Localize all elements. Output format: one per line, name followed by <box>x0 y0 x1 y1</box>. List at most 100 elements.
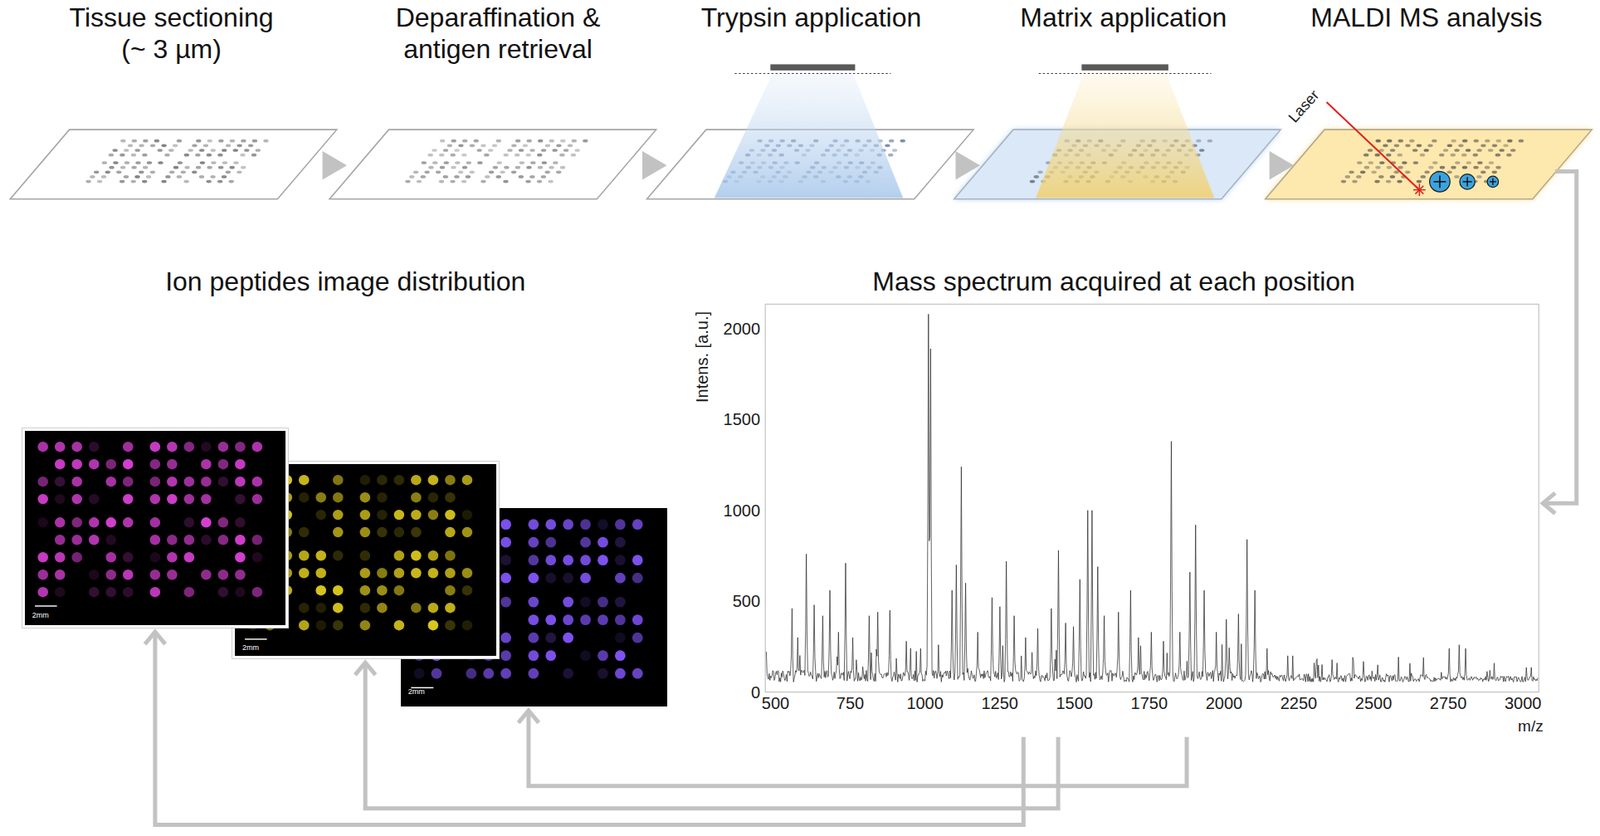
tissue-core <box>105 170 111 174</box>
tissue-core <box>108 165 114 170</box>
slide-sectioning <box>9 129 337 200</box>
tissue-core-signal <box>431 536 443 548</box>
tissue-core-signal <box>106 476 118 487</box>
tissue-core-signal <box>360 567 371 578</box>
step-panel: Mass spectrum acquired at each position <box>688 263 1539 737</box>
tissue-core <box>443 175 449 179</box>
tissue-core-signal <box>466 596 478 608</box>
step-heading: Ion peptides image distribution <box>20 263 671 298</box>
tissue-core-signal <box>218 476 230 487</box>
tissue-core <box>537 165 543 170</box>
tissue-core-signal <box>218 586 230 597</box>
tissue-core <box>428 165 434 170</box>
tissue-core <box>142 139 148 143</box>
tissue-core <box>160 143 166 147</box>
tissue-core-signal <box>54 534 66 545</box>
tissue-core-signal <box>88 441 100 452</box>
tissue-core <box>526 153 532 157</box>
tissue-core <box>1484 139 1490 143</box>
tissue-core-signal <box>88 586 100 597</box>
tissue-core <box>556 170 561 174</box>
tissue-core <box>218 165 224 170</box>
tissue-core <box>525 180 531 184</box>
tissue-core <box>1507 139 1513 143</box>
tissue-core <box>439 139 445 143</box>
tissue-core <box>195 165 201 170</box>
tissue-core <box>1378 175 1384 179</box>
tissue-core-signal <box>184 476 196 487</box>
tissue-core-signal <box>264 619 276 630</box>
tissue-core <box>545 170 551 174</box>
tissue-core-signal <box>316 602 327 613</box>
axis-tick-label: 2250 <box>1280 694 1318 712</box>
tissue-core-signal <box>248 526 259 537</box>
tissue-core-signal <box>528 519 540 531</box>
tissue-core-signal <box>218 534 230 545</box>
tissue-core <box>206 165 212 170</box>
axis-tick-label: 2000 <box>723 320 761 337</box>
tissue-core-signal <box>580 555 591 566</box>
tissue-core-signal <box>248 474 259 485</box>
tissue-core <box>169 170 175 174</box>
tissue-core <box>476 148 482 152</box>
tissue-core-signal <box>448 632 460 644</box>
tissue-core <box>138 170 144 174</box>
tissue-core-signal <box>500 668 512 679</box>
tissue-core <box>1462 165 1468 170</box>
tissue-core <box>183 180 189 184</box>
tissue-core <box>251 153 257 157</box>
tissue-core <box>135 160 141 165</box>
tissue-core <box>229 165 235 170</box>
tissue-core-signal <box>580 519 591 531</box>
tissue-core <box>157 148 163 152</box>
tissue-core-signal <box>528 614 540 626</box>
tissue-core-signal <box>71 493 83 504</box>
tissue-core <box>480 143 486 147</box>
tissue-core <box>225 170 231 174</box>
tissue-core-signal <box>410 509 422 520</box>
tissue-core <box>184 153 190 157</box>
tissue-core <box>176 175 182 179</box>
tissue-core <box>541 175 547 179</box>
tissue-core <box>454 160 460 165</box>
tissue-core <box>221 148 227 152</box>
step-heading: MALDI MS analysis <box>1297 0 1556 34</box>
tissue-core <box>458 170 464 174</box>
step-arrow <box>1269 151 1295 180</box>
tissue-core-signal <box>444 474 456 485</box>
tissue-core <box>1506 153 1512 157</box>
tissue-core-signal <box>37 441 49 452</box>
tissue-core <box>469 170 475 174</box>
tissue-core <box>439 180 444 184</box>
tissue-core-signal <box>218 569 230 580</box>
tissue-core <box>458 143 464 147</box>
tissue-core-signal <box>597 536 609 548</box>
tissue-core-signal <box>200 458 212 469</box>
tissue-core <box>146 175 152 179</box>
tissue-core-signal <box>218 458 230 469</box>
tissue-core <box>582 139 588 143</box>
tissue-core-signal <box>298 550 310 561</box>
tissue-core-signal <box>150 551 161 562</box>
tissue-core <box>203 143 209 147</box>
tissue-core <box>421 160 427 165</box>
tissue-core <box>184 165 190 170</box>
step-heading: Trypsin application <box>668 0 954 34</box>
tissue-core <box>450 153 456 157</box>
tissue-core-signal <box>614 519 626 531</box>
dashed-line <box>734 73 891 74</box>
tissue-core <box>1495 153 1501 157</box>
tissue-core <box>200 160 205 165</box>
tissue-core <box>218 139 224 143</box>
tissue-core <box>563 148 569 152</box>
tissue-core <box>101 175 107 179</box>
tissue-core-signal <box>282 567 293 578</box>
tissue-core-signal <box>88 493 100 504</box>
tissue-core <box>453 148 459 152</box>
tissue-core <box>127 143 133 147</box>
axis-tick-label: 500 <box>761 694 790 712</box>
tissue-core-signal <box>282 492 293 503</box>
tissue-core <box>1375 165 1381 170</box>
tissue-core-signal <box>462 585 474 596</box>
axis-tick-label: 3000 <box>1504 694 1542 712</box>
